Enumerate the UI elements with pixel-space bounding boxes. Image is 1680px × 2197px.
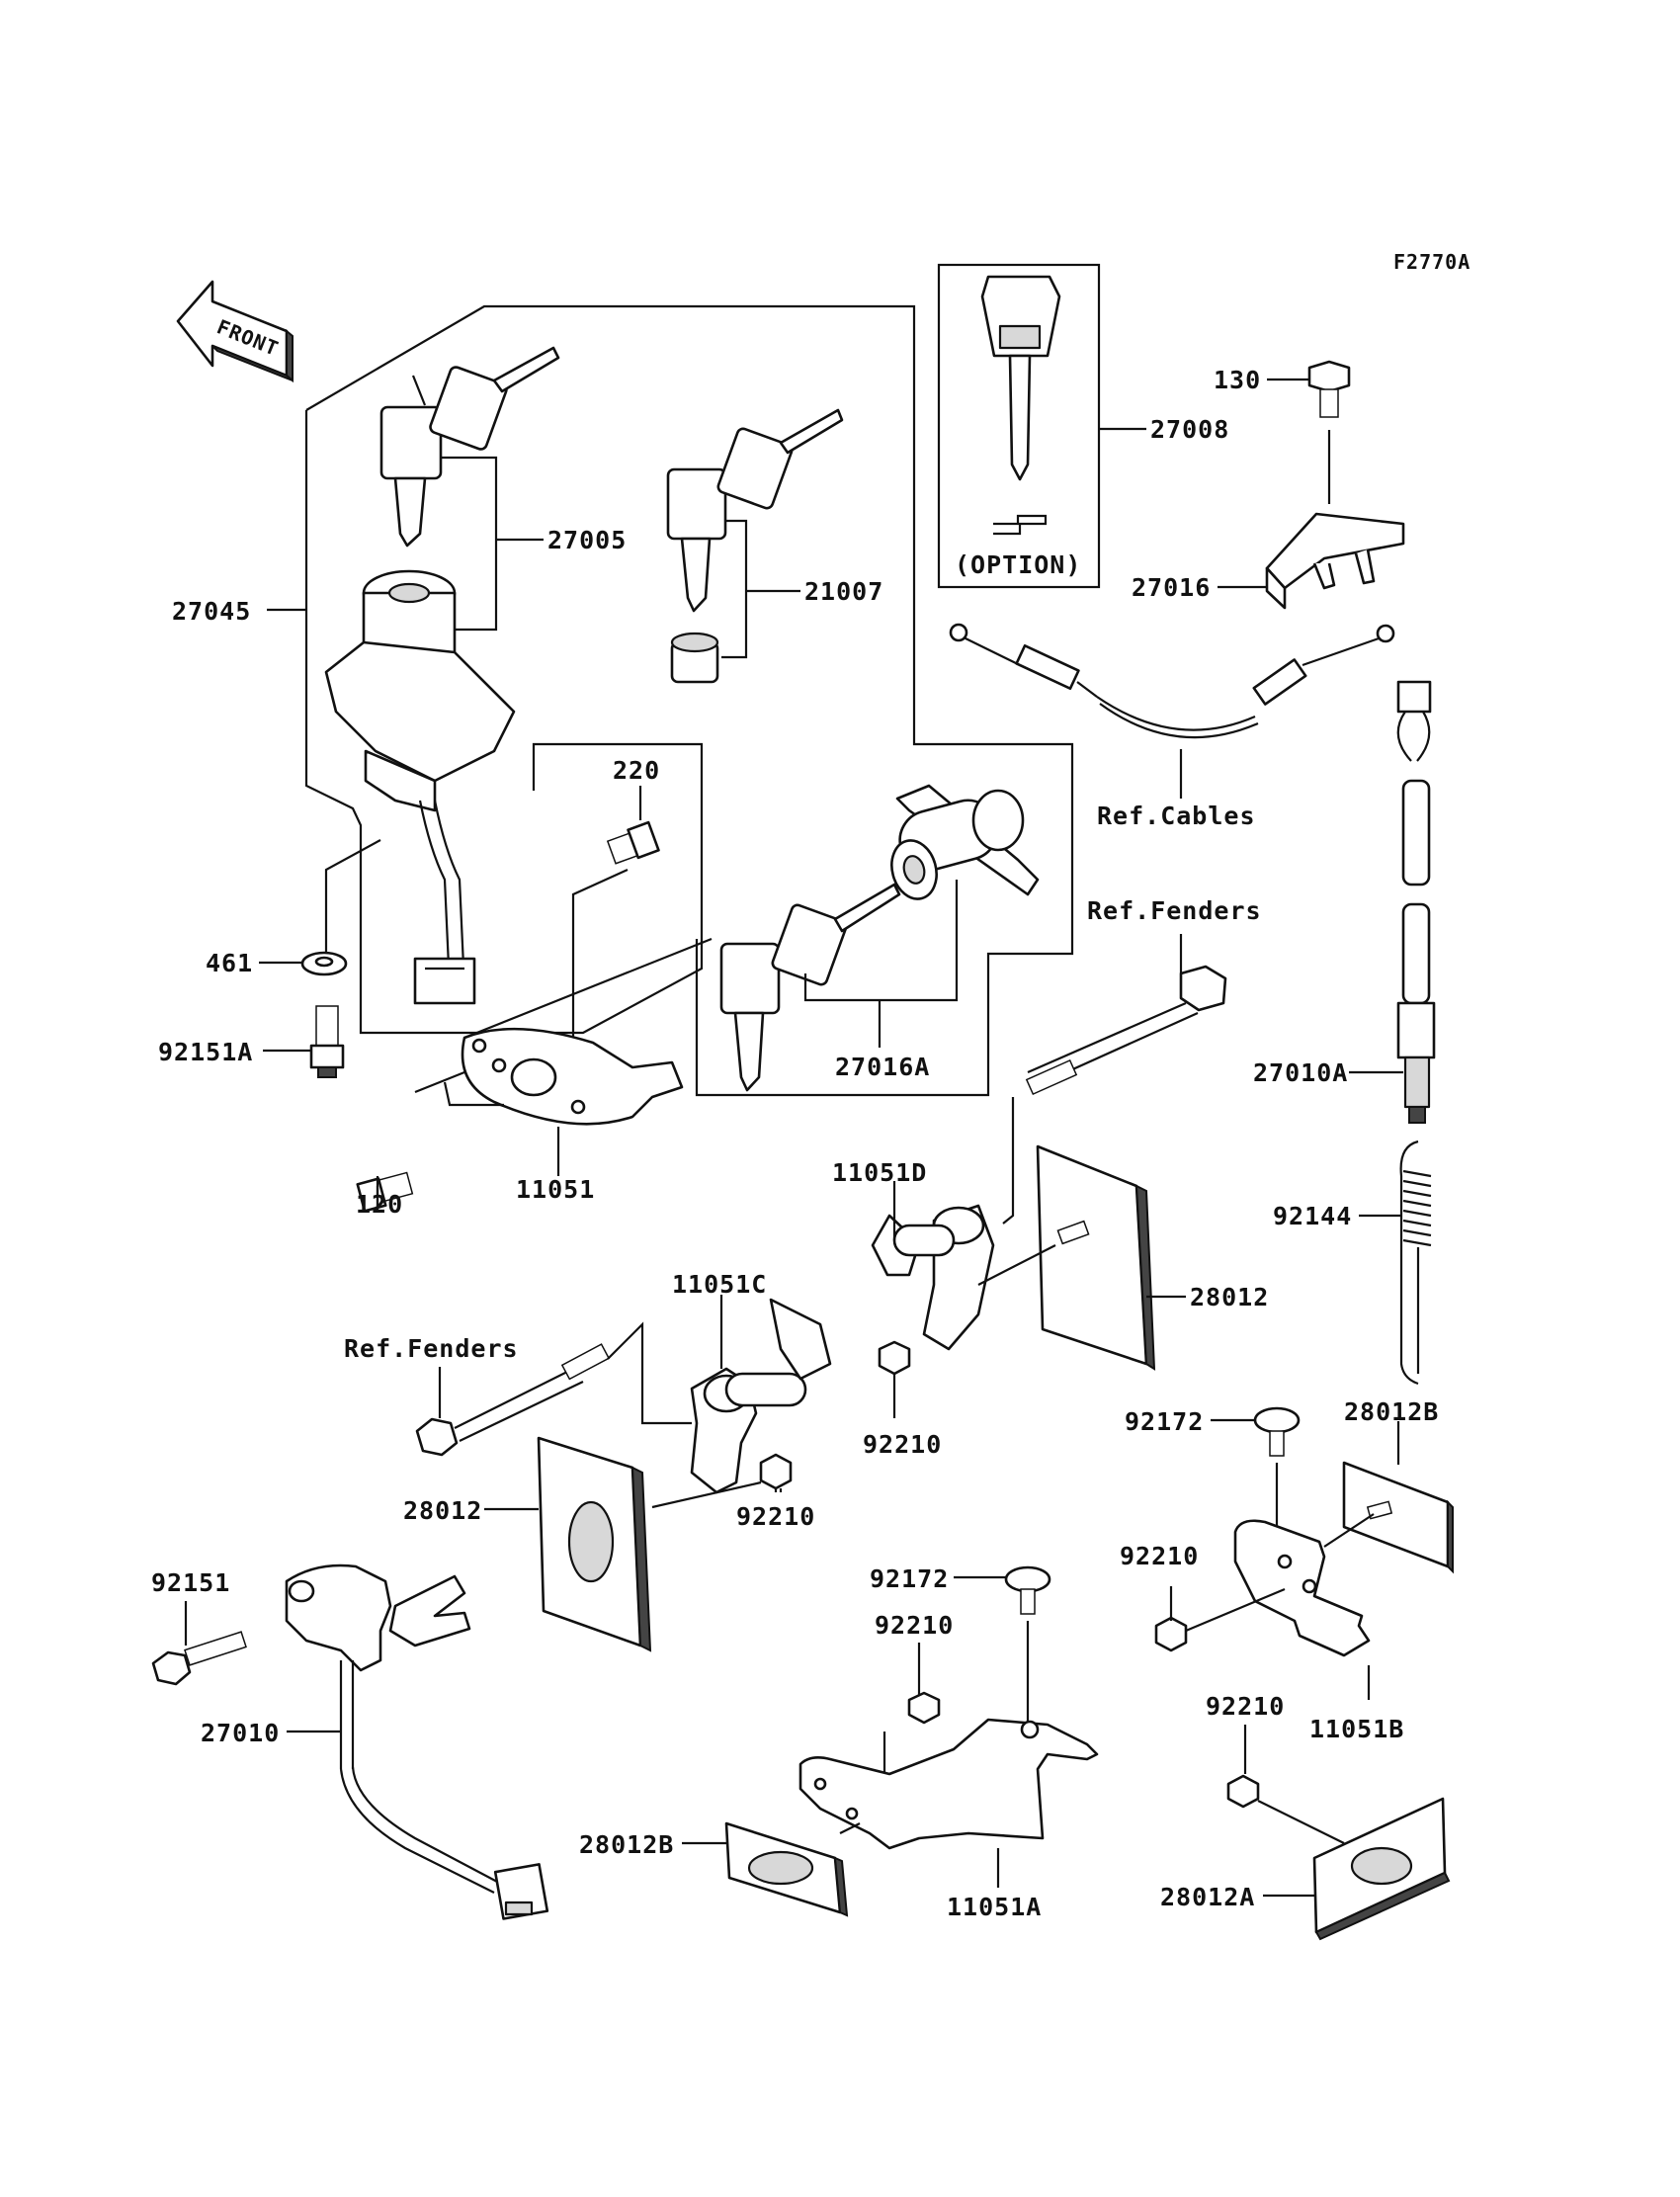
reflector-28012a (1312, 1797, 1451, 1941)
label-28012a: 28012A (1160, 1883, 1255, 1911)
ignition-switch-icon (324, 569, 516, 1005)
label-92151a: 92151A (158, 1038, 253, 1066)
label-92172-1: 92172 (1125, 1407, 1204, 1436)
label-92151: 92151 (151, 1568, 230, 1597)
label-ref-cables: Ref.Cables (1097, 802, 1256, 830)
reflector-28012b-right (1342, 1461, 1454, 1574)
label-92210-5: 92210 (1206, 1692, 1285, 1721)
figure-id: F2770A (1393, 250, 1470, 274)
label-220: 220 (613, 756, 660, 785)
label-27010: 27010 (201, 1719, 280, 1747)
bracket-11051d (871, 1204, 995, 1351)
label-21007: 21007 (804, 577, 883, 606)
lock-bracket-11051 (461, 1027, 684, 1126)
label-11051a: 11051A (947, 1893, 1042, 1921)
label-ref-fenders-2: Ref.Fenders (344, 1334, 519, 1363)
label-28012b-1: 28012B (1344, 1397, 1439, 1426)
label-11051c: 11051C (672, 1270, 767, 1299)
long-bolt-1 (1025, 965, 1227, 1096)
seat-lock-icon (890, 784, 1040, 900)
bracket-11051b (1233, 1519, 1371, 1657)
label-11051b: 11051B (1309, 1715, 1404, 1743)
reflector-28012b-bottom (724, 1821, 849, 1917)
label-461: 461 (206, 949, 253, 977)
label-92144: 92144 (1273, 1202, 1352, 1230)
long-bolt-2 (415, 1343, 611, 1457)
label-27016a: 27016A (835, 1053, 930, 1081)
label-92210-3: 92210 (1120, 1542, 1199, 1570)
label-28012-a: 28012 (1190, 1283, 1269, 1311)
label-ref-fenders-1: Ref.Fenders (1087, 896, 1262, 925)
reflector-28012-a (1036, 1144, 1156, 1371)
key-icon-3 (719, 883, 901, 1092)
label-27005: 27005 (547, 526, 627, 554)
label-11051: 11051 (516, 1175, 595, 1204)
bracket-11051a (798, 1718, 1099, 1850)
label-92210-2: 92210 (736, 1502, 815, 1531)
front-arrow-icon: FRONT (176, 280, 294, 383)
label-92210-1: 92210 (863, 1430, 942, 1459)
stop-switch-27010a (1396, 680, 1436, 1124)
label-27008: 27008 (1150, 415, 1229, 444)
label-28012-b: 28012 (403, 1496, 482, 1525)
label-92172-2: 92172 (870, 1564, 949, 1593)
key-icon-2 (666, 408, 844, 613)
label-27045: 27045 (172, 597, 251, 626)
label-28012b-2: 28012B (579, 1830, 674, 1859)
label-120: 120 (356, 1190, 403, 1219)
label-11051d: 11051D (832, 1158, 927, 1187)
label-27010a: 27010A (1253, 1058, 1348, 1087)
label-27016: 27016 (1132, 573, 1211, 602)
ignition-set-outline (304, 410, 704, 1035)
option-label: (OPTION) (955, 550, 1081, 579)
label-130: 130 (1214, 366, 1261, 394)
label-92210-4: 92210 (875, 1611, 954, 1640)
option-key-box (937, 263, 1101, 589)
helmet-bracket-27016 (1265, 512, 1405, 610)
spring-92144 (1399, 1140, 1432, 1386)
bracket-11051c (690, 1298, 832, 1494)
side-stand-switch-27010 (151, 1563, 549, 1920)
key-icon-option (980, 275, 1061, 536)
key-icon (379, 346, 560, 548)
helmet-cable (949, 623, 1395, 739)
reflector-28012-b (537, 1436, 652, 1652)
